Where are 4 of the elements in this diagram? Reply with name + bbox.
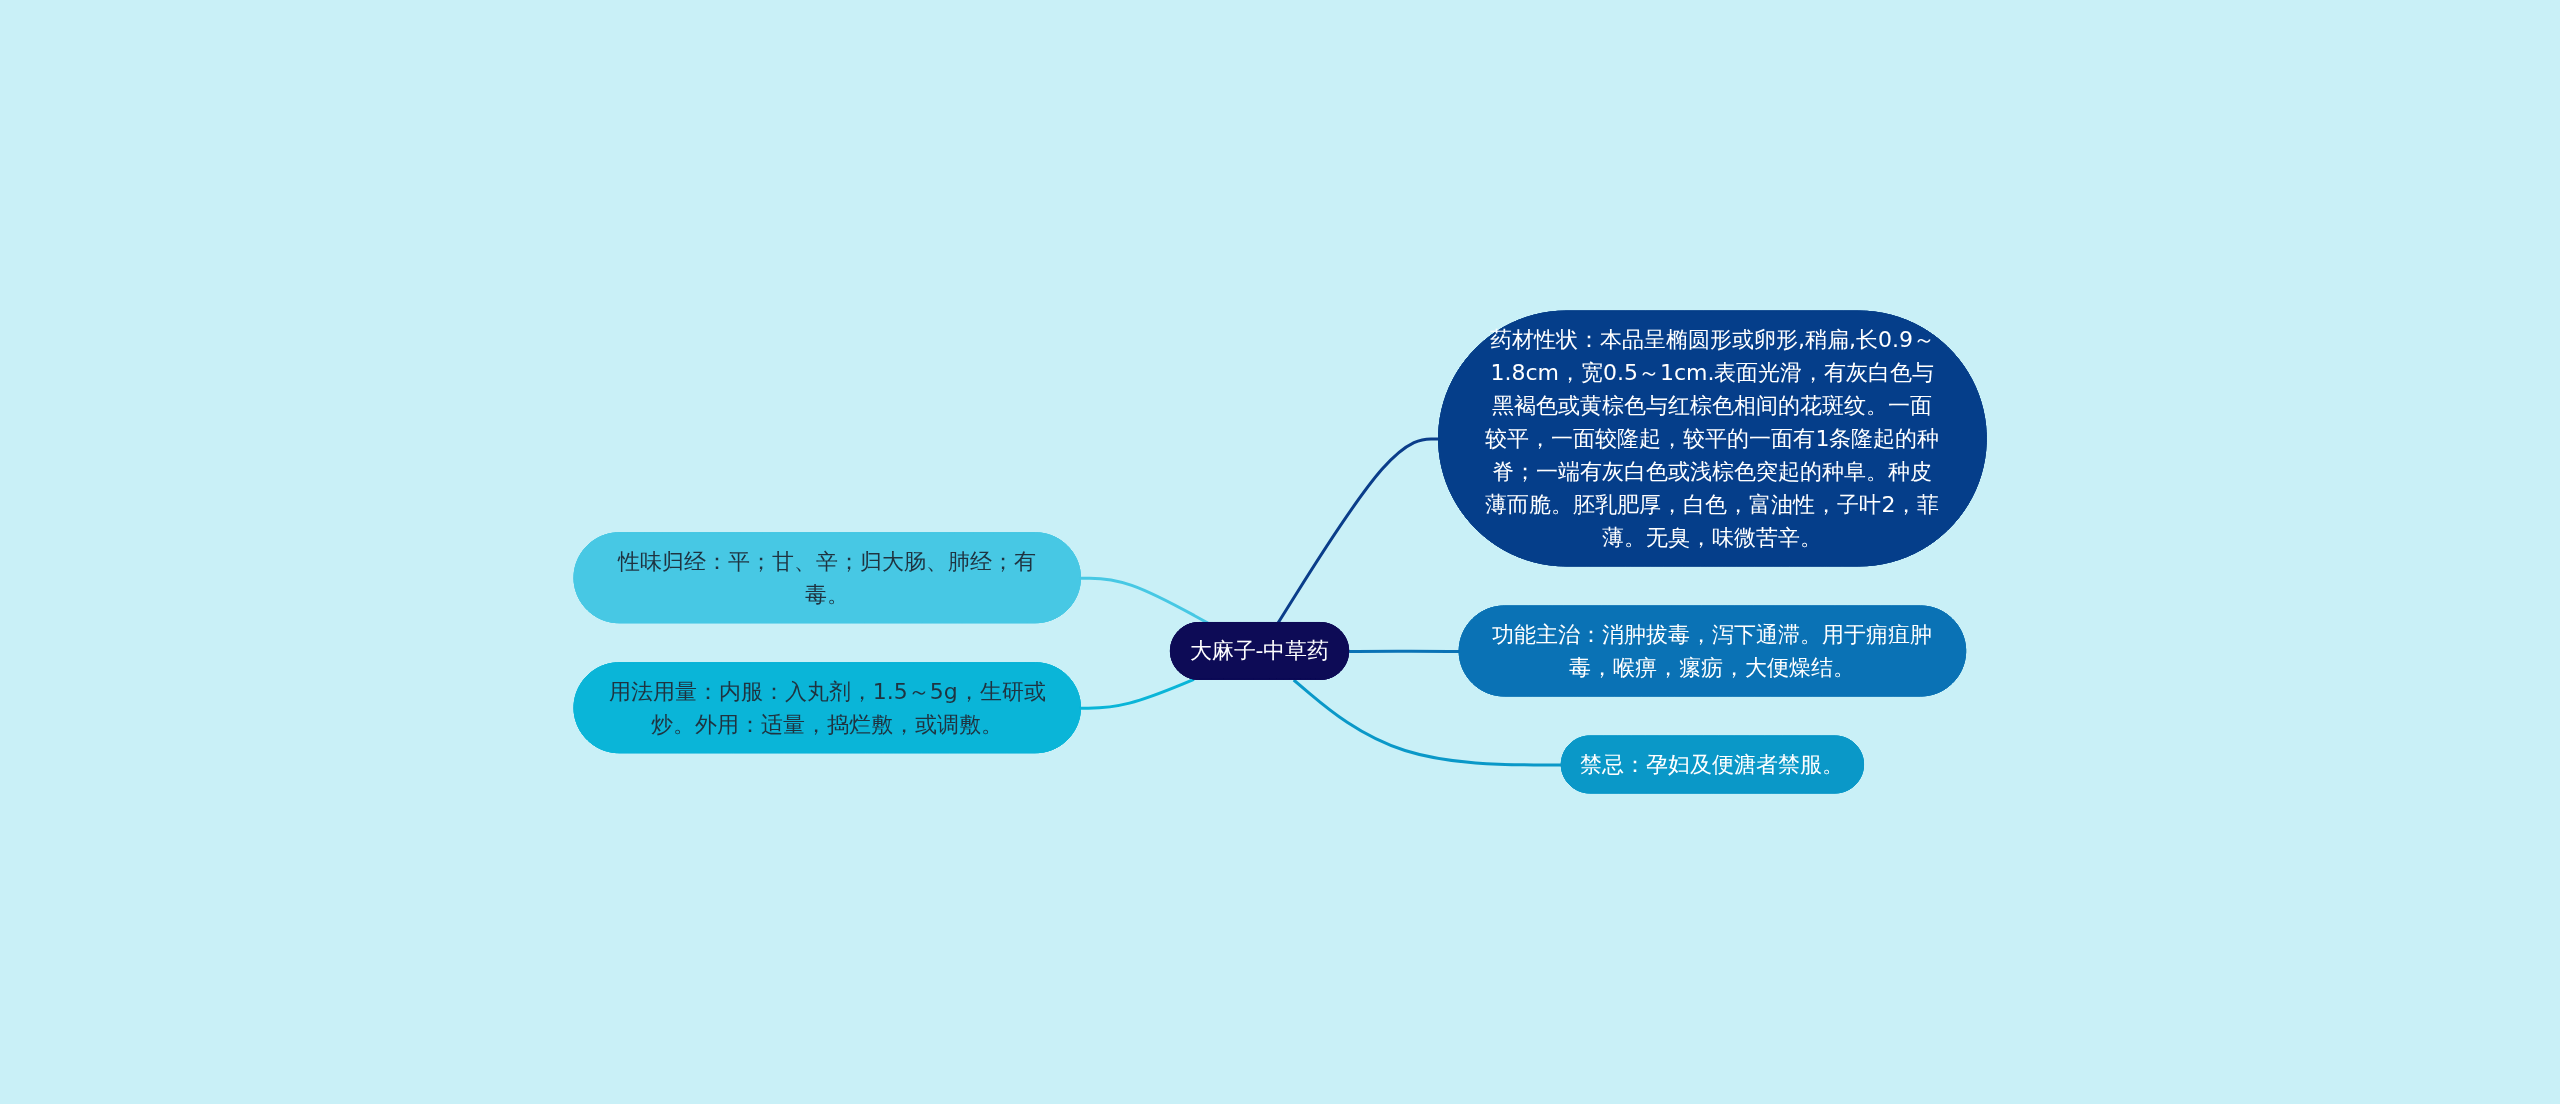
connector [1348, 649, 1460, 653]
connector [1292, 678, 1562, 767]
connector [1276, 437, 1439, 624]
connector [1080, 678, 1195, 710]
